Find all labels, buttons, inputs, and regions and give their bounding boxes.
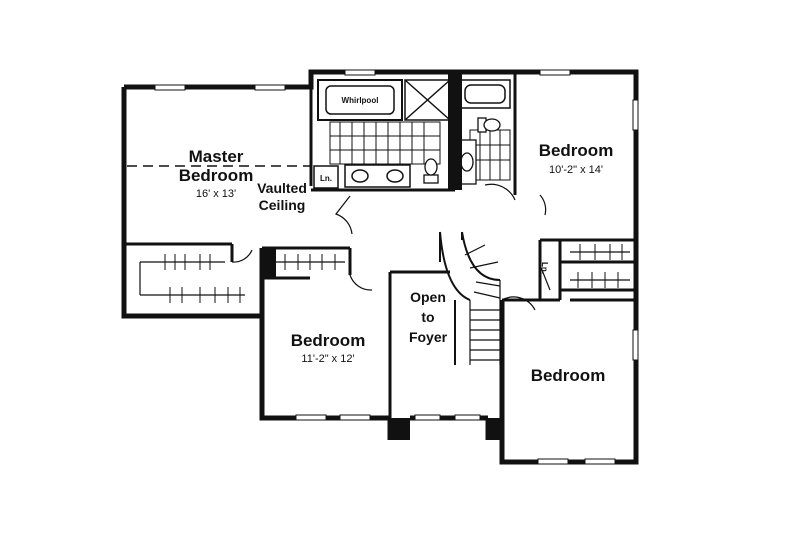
staircase — [439, 231, 501, 365]
vaulted-label-1: Vaulted — [257, 180, 307, 196]
closet-rods — [139, 251, 630, 296]
bedroom-sw-label: Bedroom — [291, 331, 366, 350]
windows — [154, 69, 639, 465]
vaulted-label-2: Ceiling — [259, 197, 306, 213]
bath-tile-grid — [329, 121, 511, 181]
bedroom-se-label: Bedroom — [531, 366, 606, 385]
toilets — [423, 117, 501, 184]
linen-left-label: Ln. — [320, 174, 332, 183]
bedroom-sw-size: 11'-2" x 12' — [301, 353, 354, 365]
door-swings — [231, 183, 551, 311]
linen-closet-right: Ln. — [540, 262, 549, 274]
bedroom-ne-label: Bedroom — [539, 141, 614, 160]
solid-wall-blocks — [262, 72, 502, 440]
bath-sink — [457, 139, 477, 185]
whirlpool-label: Whirlpool — [342, 96, 379, 105]
linen-closet-left: Ln. — [313, 165, 339, 189]
whirlpool-tub: Whirlpool — [317, 79, 403, 121]
shower-stall — [404, 79, 451, 121]
master-bedroom-label-1: Master — [189, 147, 244, 166]
master-bedroom-label-2: Bedroom — [179, 166, 254, 185]
foyer-label-3: Foyer — [409, 329, 448, 345]
linen-right-label: Ln. — [540, 262, 549, 274]
foyer-label-2: to — [421, 309, 434, 325]
bedroom-ne-size: 10'-2" x 14' — [549, 164, 603, 176]
closet-hangers — [164, 244, 623, 303]
interior-walls — [124, 72, 636, 418]
double-vanity — [344, 164, 411, 188]
master-bedroom-size: 16' x 13' — [196, 188, 236, 200]
bathtub — [459, 79, 511, 109]
foyer-label-1: Open — [410, 289, 446, 305]
